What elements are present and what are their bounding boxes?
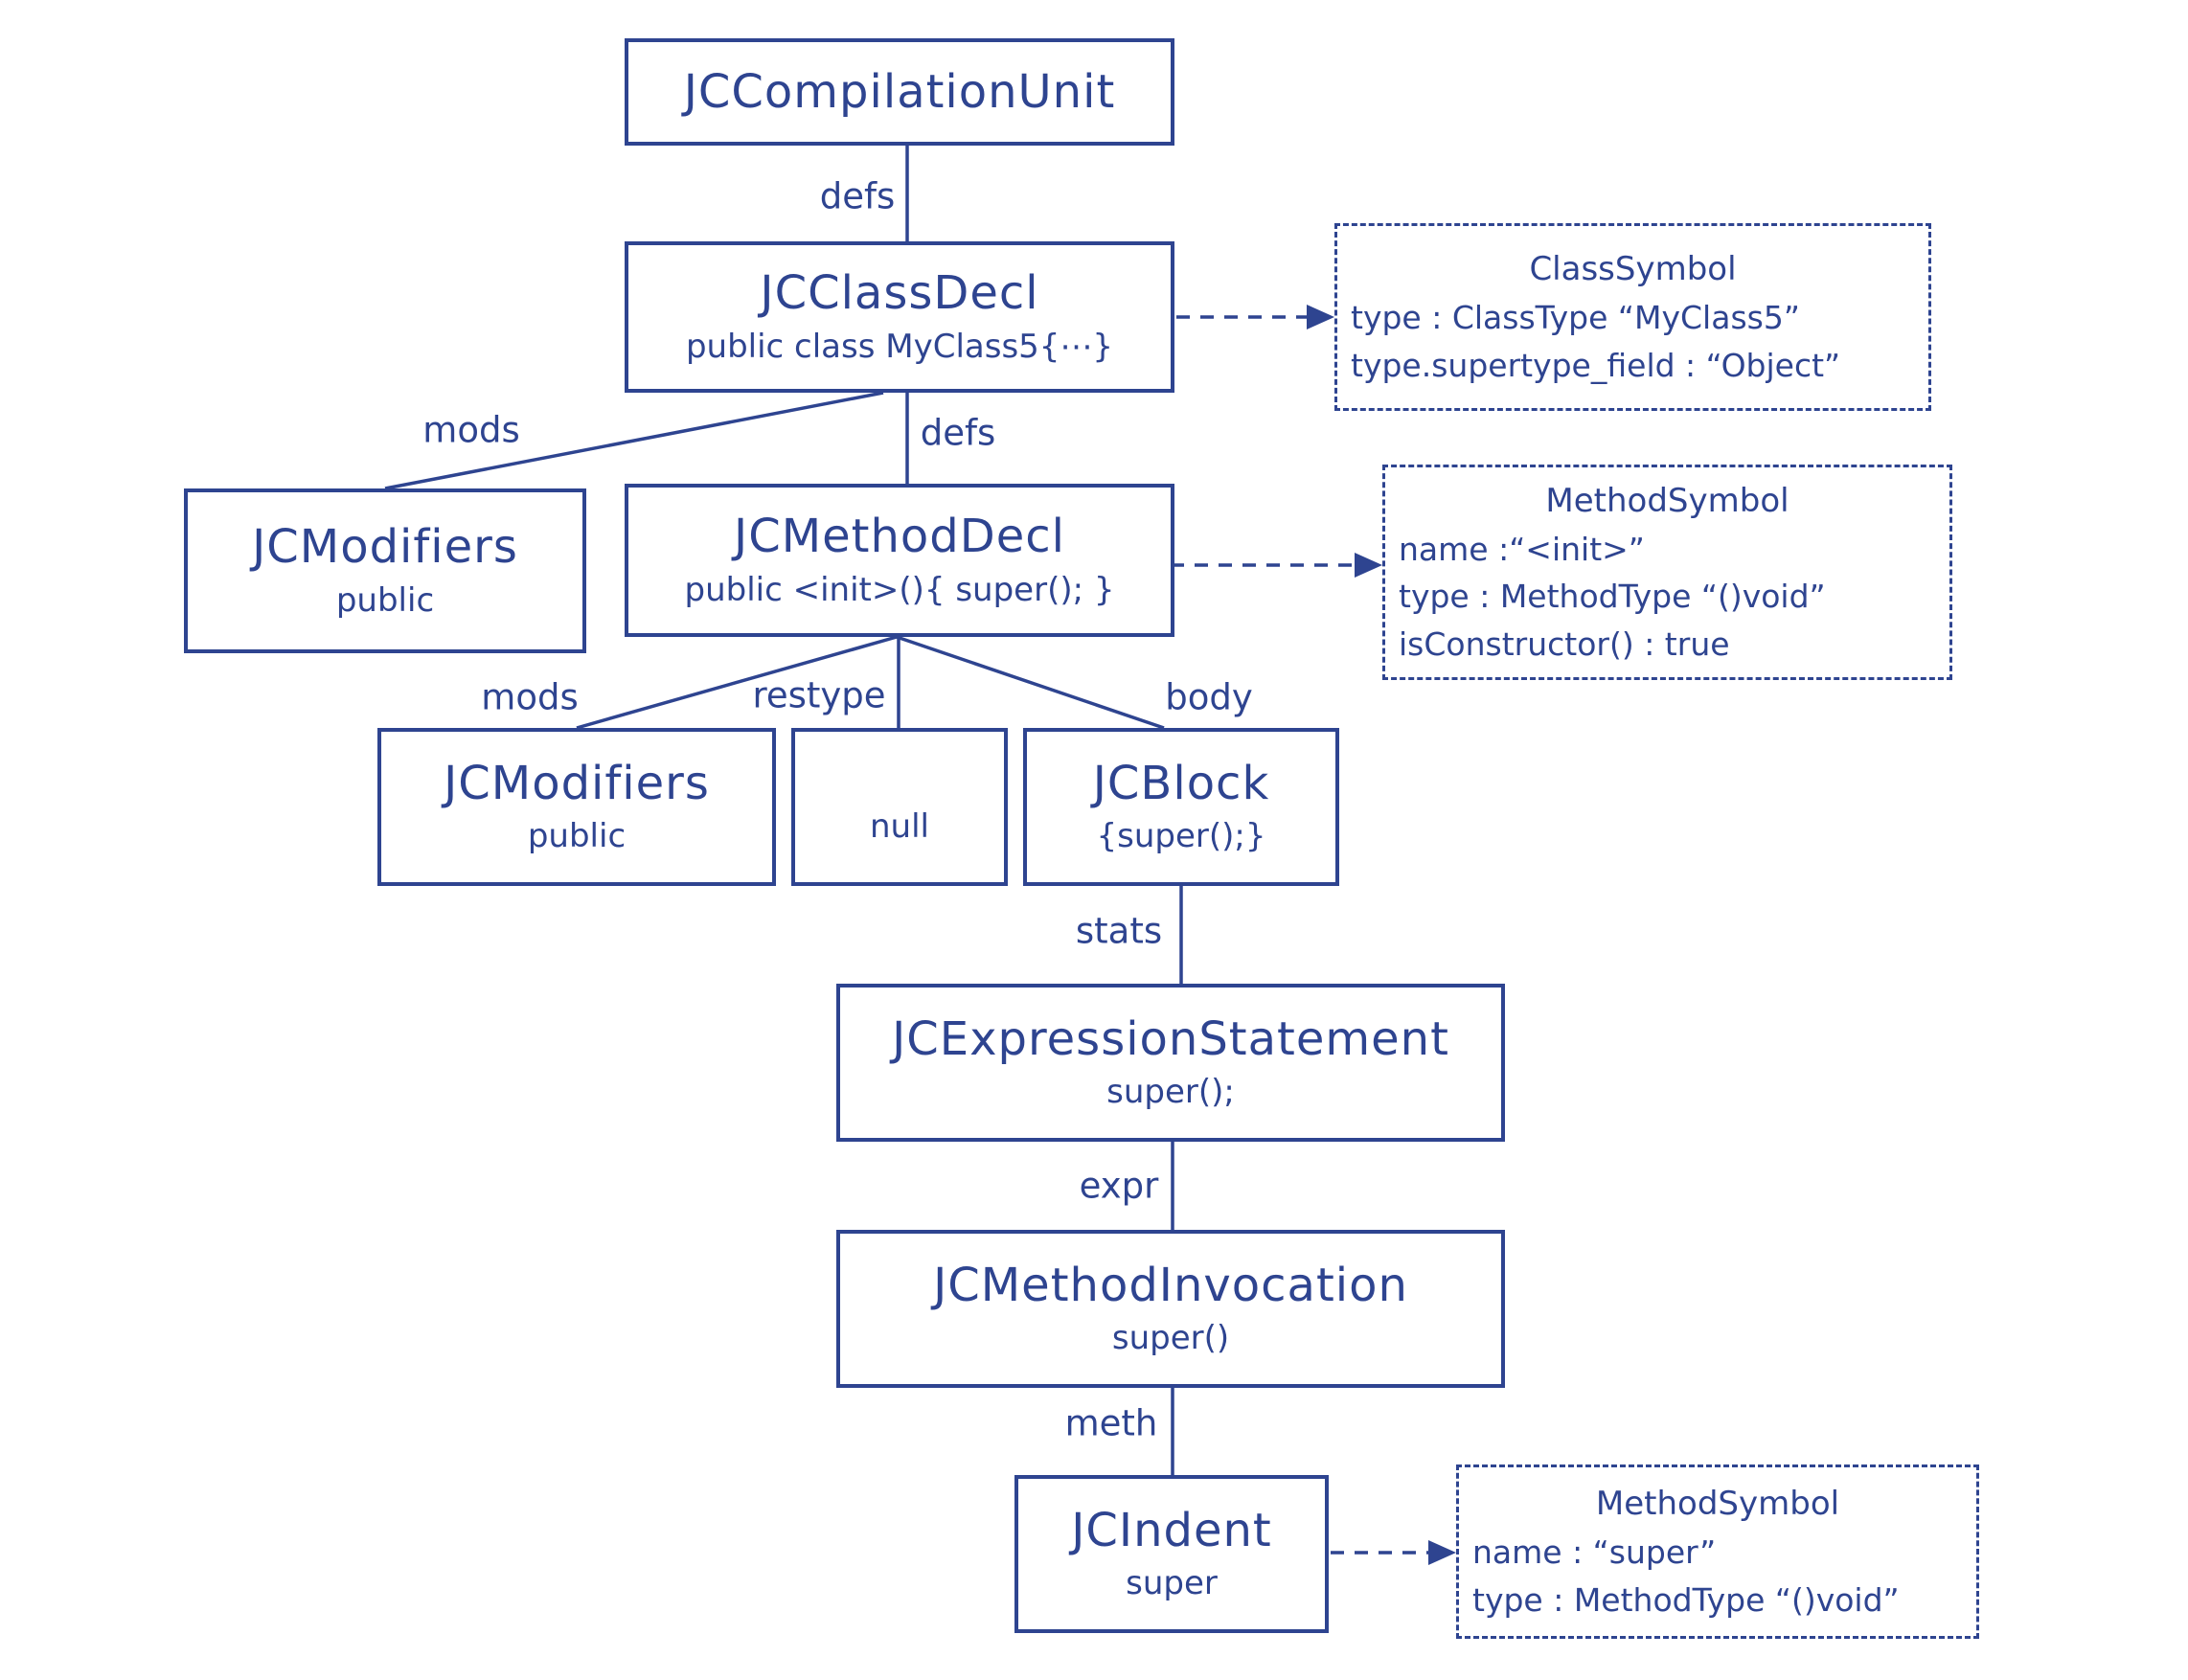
edge-mods-1-line <box>384 391 884 490</box>
edge-label-defs-2: defs <box>920 412 996 454</box>
node-title: JCBlock <box>1092 756 1270 810</box>
node-jcexpressionstatement: JCExpressionStatement super(); <box>836 984 1505 1142</box>
symbol-line: type : MethodType “()void” <box>1399 578 1826 616</box>
symbol-line: type.supertype_field : “Object” <box>1351 346 1841 384</box>
node-subtitle: public <init>(){ super(); } <box>684 570 1115 609</box>
node-jcclassdecl: JCClassDecl public class MyClass5{⋯} <box>625 241 1174 393</box>
symbol-title: ClassSymbol <box>1529 250 1737 288</box>
edge-mods-2-line <box>576 635 898 730</box>
node-title: JCMethodInvocation <box>933 1258 1408 1312</box>
arrow-methodsymbol-super-head <box>1428 1540 1456 1565</box>
node-jcmethoddecl: JCMethodDecl public <init>(){ super(); } <box>625 484 1174 637</box>
node-title: JCClassDecl <box>760 266 1039 321</box>
edge-body-line <box>896 635 1165 730</box>
symbol-methodsymbol-init: MethodSymbol name :“<init>” type : Metho… <box>1382 465 1952 680</box>
edge-label-body: body <box>1165 676 1253 718</box>
edge-label-mods-1: mods <box>422 409 520 451</box>
node-subtitle: public <box>335 580 435 620</box>
node-title: JCModifiers <box>444 756 710 810</box>
edge-label-restype: restype <box>752 674 886 716</box>
node-subtitle: super <box>1126 1564 1218 1603</box>
node-jcmethodinvocation: JCMethodInvocation super() <box>836 1230 1505 1388</box>
arrow-classsymbol-head <box>1307 305 1334 329</box>
arrow-methodsymbol-init-head <box>1355 553 1382 578</box>
node-subtitle: null <box>870 806 929 846</box>
symbol-title: MethodSymbol <box>1545 481 1789 520</box>
node-title: JCModifiers <box>252 520 518 575</box>
node-jcmodifiers-method: JCModifiers public <box>377 728 776 886</box>
edge-label-mods-2: mods <box>481 676 579 718</box>
node-subtitle: public class MyClass5{⋯} <box>685 327 1114 366</box>
node-title: JCIndent <box>1071 1503 1272 1557</box>
node-subtitle: public <box>527 817 627 856</box>
node-subtitle: super(); <box>1106 1073 1235 1112</box>
node-title: JCExpressionStatement <box>892 1011 1449 1066</box>
node-title: JCMethodDecl <box>734 510 1065 564</box>
node-subtitle: {super();} <box>1096 817 1266 856</box>
symbol-line: name : “super” <box>1472 1533 1717 1571</box>
symbol-line: name :“<init>” <box>1399 530 1645 568</box>
node-subtitle: super() <box>1111 1319 1230 1358</box>
symbol-line: isConstructor() : true <box>1399 624 1730 663</box>
node-jccompilationunit: JCCompilationUnit <box>625 38 1174 146</box>
node-title: JCCompilationUnit <box>683 64 1116 119</box>
symbol-methodsymbol-super: MethodSymbol name : “super” type : Metho… <box>1456 1464 1979 1639</box>
edge-label-stats: stats <box>1075 910 1163 952</box>
node-jcmodifiers-class: JCModifiers public <box>184 488 586 653</box>
symbol-classsymbol: ClassSymbol type : ClassType “MyClass5” … <box>1334 223 1931 411</box>
node-null: null <box>791 728 1008 886</box>
node-jcindent: JCIndent super <box>1014 1475 1329 1633</box>
edge-label-expr: expr <box>1079 1165 1159 1207</box>
symbol-line: type : MethodType “()void” <box>1472 1580 1900 1619</box>
edge-label-meth: meth <box>1064 1402 1158 1444</box>
edge-label-defs-1: defs <box>819 175 896 217</box>
symbol-title: MethodSymbol <box>1595 1485 1840 1523</box>
symbol-line: type : ClassType “MyClass5” <box>1351 299 1800 336</box>
node-jcblock: JCBlock {super();} <box>1023 728 1339 886</box>
